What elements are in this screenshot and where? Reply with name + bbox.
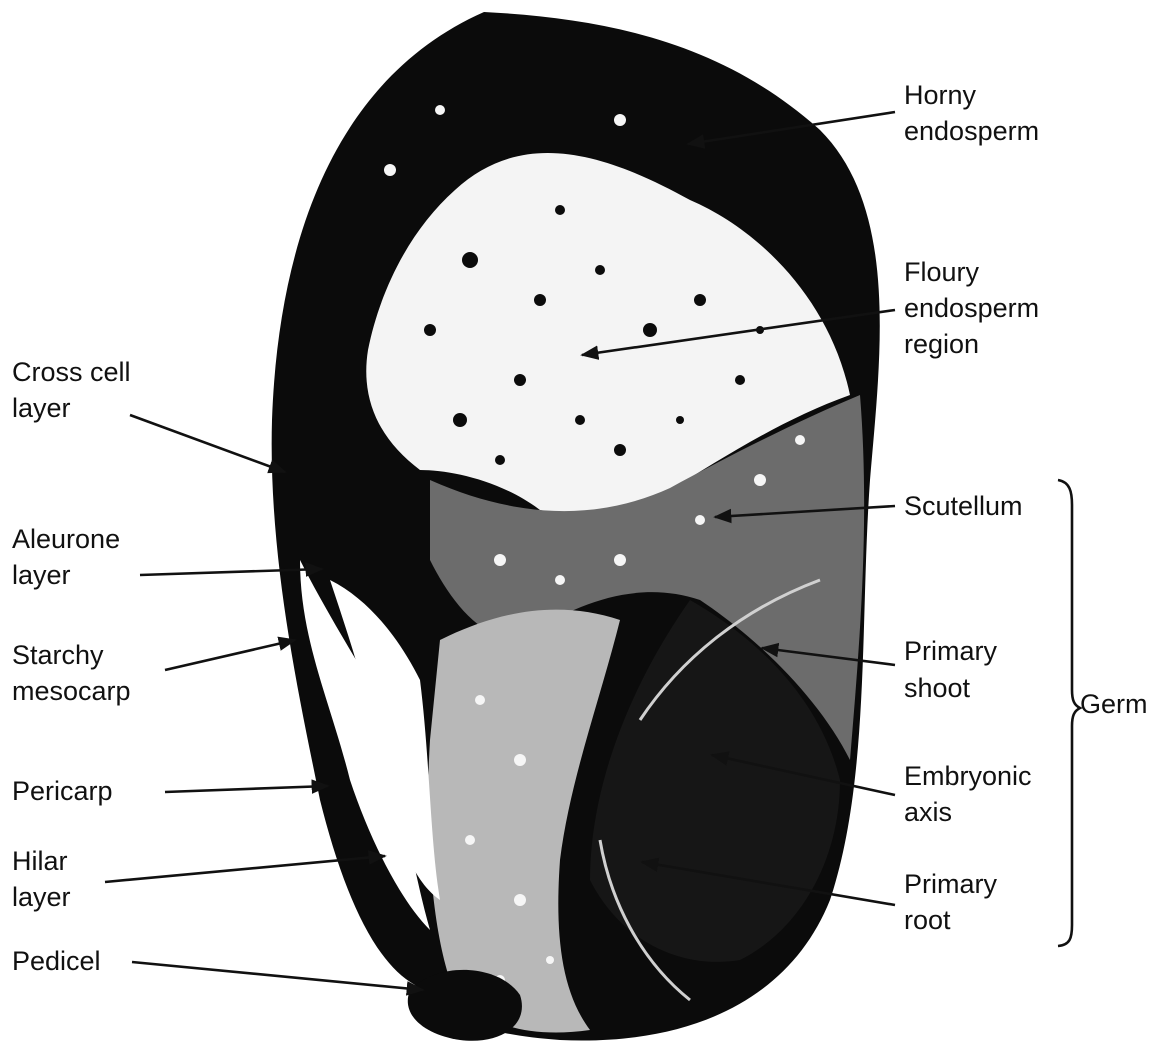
label-primary-shoot-line1: Primary xyxy=(904,636,997,666)
label-embryonic-axis-line2: axis xyxy=(904,797,952,827)
label-pericarp: Pericarp xyxy=(12,776,113,806)
label-primary-shoot-line2: shoot xyxy=(904,673,971,703)
label-floury-line3: region xyxy=(904,329,979,359)
leader-cross-cell-layer xyxy=(130,415,285,472)
label-primary-root-line1: Primary xyxy=(904,869,997,899)
label-embryonic-axis-line1: Embryonic xyxy=(904,761,1032,791)
label-hilar-line2: layer xyxy=(12,882,71,912)
left-labels: Cross cell layer Aleurone layer Starchy … xyxy=(12,357,131,976)
leader-pericarp xyxy=(165,786,328,792)
label-pedicel: Pedicel xyxy=(12,946,101,976)
label-horny-line2: endosperm xyxy=(904,116,1039,146)
label-scutellum: Scutellum xyxy=(904,491,1023,521)
label-floury-line2: endosperm xyxy=(904,293,1039,323)
label-cross-cell-line2: layer xyxy=(12,393,71,423)
label-cross-cell-line1: Cross cell xyxy=(12,357,131,387)
label-floury-line1: Floury xyxy=(904,257,980,287)
label-starchy-line1: Starchy xyxy=(12,640,104,670)
label-germ: Germ xyxy=(1080,689,1148,719)
leader-pedicel xyxy=(132,962,423,990)
label-aleurone-line2: layer xyxy=(12,560,71,590)
label-aleurone-line1: Aleurone xyxy=(12,524,120,554)
label-starchy-line2: mesocarp xyxy=(12,676,131,706)
right-labels: Horny endosperm Floury endosperm region … xyxy=(904,80,1148,935)
germ-bracket xyxy=(1058,480,1080,946)
label-hilar-line1: Hilar xyxy=(12,846,68,876)
leader-starchy-mesocarp xyxy=(165,640,295,670)
label-primary-root-line2: root xyxy=(904,905,951,935)
label-horny-line1: Horny xyxy=(904,80,977,110)
